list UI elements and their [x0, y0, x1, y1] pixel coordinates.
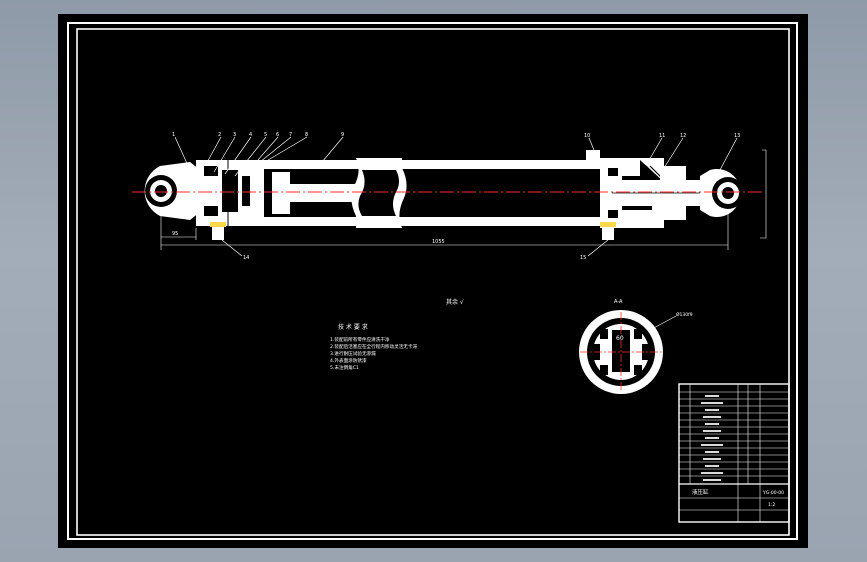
section-callout: Ø130f9	[676, 311, 693, 318]
balloon-8: 8	[305, 132, 308, 138]
balloon-3: 3	[233, 132, 236, 138]
section-label: A-A	[614, 299, 623, 305]
roughness-note: 其余 √	[446, 298, 464, 306]
cylinder-assembly	[132, 150, 762, 240]
balloon-10: 10	[584, 133, 590, 139]
title-block-title: 液压缸	[692, 488, 709, 496]
balloon-4: 4	[249, 132, 252, 138]
parts-list-title-block: 液压缸 YG-00-00 1:2	[678, 383, 790, 523]
drawing-sheet	[58, 14, 808, 548]
title-block-drawing-no: YG-00-00	[762, 490, 784, 496]
balloon-6: 6	[276, 132, 279, 138]
section-center-mark: 60	[616, 335, 624, 342]
right-eye-pin	[722, 187, 734, 199]
left-dimension: 95	[172, 231, 178, 237]
balloon-11: 11	[659, 133, 665, 139]
overall-dimension: 1055	[432, 239, 445, 245]
leader-lines	[174, 136, 738, 257]
tech-req-line-3: 3.进行耐压试验无渗漏	[330, 350, 376, 357]
outer-border	[67, 22, 798, 540]
balloon-13: 13	[734, 133, 740, 139]
tech-req-line-2: 2.装配后活塞应在全行程内移动灵活无卡滞	[330, 343, 417, 350]
part-balloons: 1 2 3 4 5 6 7 8 9 10 11 12 13 14 15	[172, 132, 740, 261]
balloon-7: 7	[289, 132, 292, 138]
left-eye-pin	[155, 185, 167, 197]
balloon-15: 15	[580, 255, 586, 261]
tech-req-line-4: 4.外表面涂防锈漆	[330, 357, 367, 364]
balloon-5: 5	[264, 132, 267, 138]
title-block-scale: 1:2	[768, 502, 775, 508]
rear-oil-port	[212, 226, 224, 240]
front-oil-port	[602, 226, 614, 240]
piston	[272, 172, 290, 214]
balloon-12: 12	[680, 133, 686, 139]
balloon-2: 2	[218, 132, 221, 138]
balloon-1: 1	[172, 132, 175, 138]
tech-req-title: 技 术 要 求	[338, 323, 368, 331]
inner-border	[76, 28, 790, 536]
tech-req-line-1: 1.装配前所有零件应清洗干净	[330, 336, 390, 343]
balloon-9: 9	[341, 132, 344, 138]
dimensions	[160, 149, 767, 250]
tech-req-line-5: 5.未注倒角C1	[330, 364, 359, 371]
balloon-14: 14	[243, 255, 249, 261]
top-port	[586, 150, 600, 160]
section-a-a: A-A 60 Ø130f9	[579, 299, 693, 394]
tech-requirements: 技 术 要 求 1.装配前所有零件应清洗干净 2.装配后活塞应在全行程内移动灵活…	[330, 323, 417, 371]
